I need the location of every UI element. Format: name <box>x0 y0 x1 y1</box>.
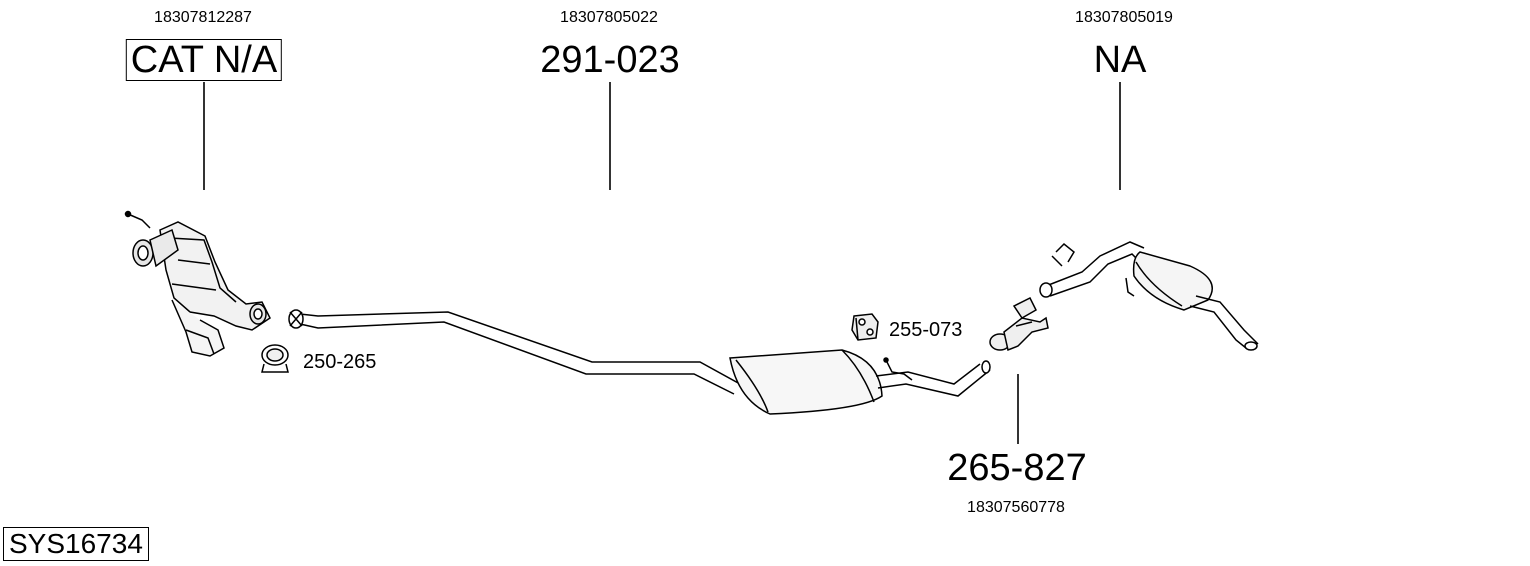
hanger-label: 255-073 <box>889 319 963 341</box>
part-label-cat: CAT N/A <box>125 39 283 81</box>
part-label-rear: NA <box>1093 39 1147 81</box>
oem-number-rear: 18307805019 <box>1075 9 1173 26</box>
middle-pipe <box>288 309 741 395</box>
oem-number-joint: 18307560778 <box>967 499 1065 516</box>
clamp-icon <box>261 344 289 373</box>
intermediate-pipe <box>875 357 991 397</box>
system-id: SYS16734 <box>3 527 149 561</box>
middle-muffler <box>729 349 883 415</box>
rear-muffler <box>1039 241 1259 351</box>
part-label-mid: 291-023 <box>540 39 680 81</box>
connector-joint <box>989 296 1049 352</box>
catalytic-converter <box>124 210 271 357</box>
hanger-icon <box>851 313 879 341</box>
clamp-label: 250-265 <box>303 351 377 373</box>
oem-number-mid: 18307805022 <box>560 9 658 26</box>
part-label-joint: 265-827 <box>947 447 1087 489</box>
oem-number-cat: 18307812287 <box>154 9 252 26</box>
